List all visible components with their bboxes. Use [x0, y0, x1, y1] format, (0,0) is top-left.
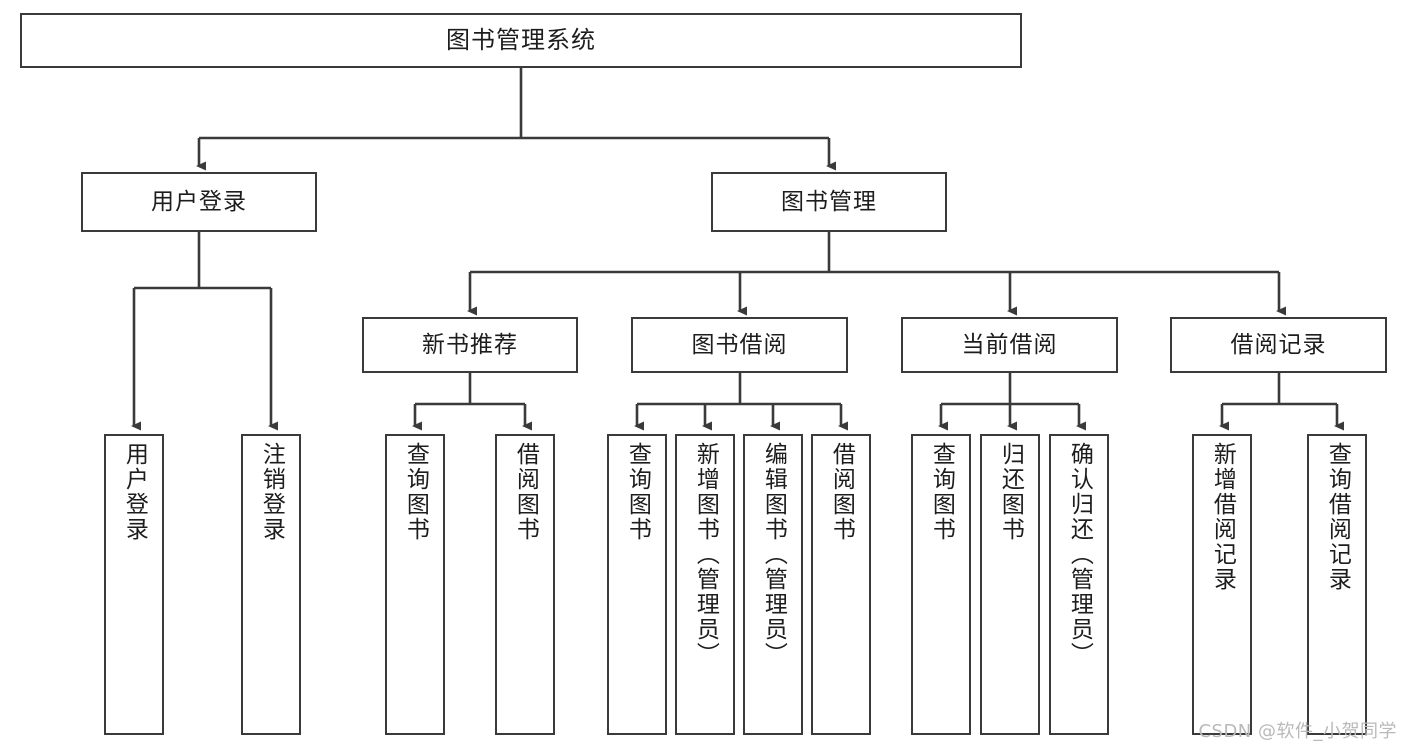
node-label: 借阅图书: [512, 442, 539, 542]
node-label: 图书管理系统: [446, 25, 596, 54]
node-book-borrow[interactable]: 图书借阅: [631, 317, 848, 373]
leaf-borrow-edit-book[interactable]: 编辑图书（管理员）: [743, 434, 803, 735]
leaf-current-query-book[interactable]: 查询图书: [911, 434, 971, 735]
node-label: 确认归还（管理员）: [1066, 442, 1093, 667]
node-label: 图书借阅: [691, 331, 788, 358]
leaf-record-query-record[interactable]: 查询借阅记录: [1307, 434, 1367, 735]
leaf-current-return-book[interactable]: 归还图书: [980, 434, 1040, 735]
node-label: 新书推荐: [422, 331, 518, 358]
leaf-borrow-borrow-book[interactable]: 借阅图书: [811, 434, 871, 735]
leaf-borrow-add-book[interactable]: 新增图书（管理员）: [675, 434, 735, 735]
node-label: 查询图书: [402, 442, 429, 542]
leaf-record-add-record[interactable]: 新增借阅记录: [1192, 434, 1252, 735]
node-label: 图书管理: [781, 188, 877, 215]
node-label: 借阅记录: [1230, 331, 1327, 358]
node-book-management[interactable]: 图书管理: [711, 172, 947, 232]
node-label: 用户登录: [121, 442, 148, 542]
node-label: 用户登录: [151, 188, 247, 215]
node-label: 编辑图书（管理员）: [760, 442, 787, 667]
node-root-system[interactable]: 图书管理系统: [20, 13, 1022, 68]
node-label: 注销登录: [258, 442, 285, 542]
leaf-user-login-logout[interactable]: 注销登录: [241, 434, 301, 735]
node-label: 新增图书（管理员）: [692, 442, 719, 667]
node-label: 新增借阅记录: [1209, 442, 1236, 592]
leaf-recommend-query-book[interactable]: 查询图书: [385, 434, 445, 735]
watermark: CSDN @软件_小贺同学: [1198, 721, 1397, 742]
leaf-current-confirm-return[interactable]: 确认归还（管理员）: [1049, 434, 1109, 735]
node-borrow-record[interactable]: 借阅记录: [1170, 317, 1387, 373]
leaf-borrow-query-book[interactable]: 查询图书: [607, 434, 667, 735]
node-new-book-recommend[interactable]: 新书推荐: [362, 317, 578, 373]
node-label: 查询图书: [624, 442, 651, 542]
node-current-borrow[interactable]: 当前借阅: [901, 317, 1118, 373]
node-user-login[interactable]: 用户登录: [81, 172, 317, 232]
node-label: 查询图书: [928, 442, 955, 542]
leaf-user-login-login[interactable]: 用户登录: [104, 434, 164, 735]
node-label: 查询借阅记录: [1324, 442, 1351, 592]
node-label: 借阅图书: [828, 442, 855, 542]
leaf-recommend-borrow-book[interactable]: 借阅图书: [495, 434, 555, 735]
node-label: 当前借阅: [961, 331, 1058, 358]
node-label: 归还图书: [997, 442, 1024, 542]
